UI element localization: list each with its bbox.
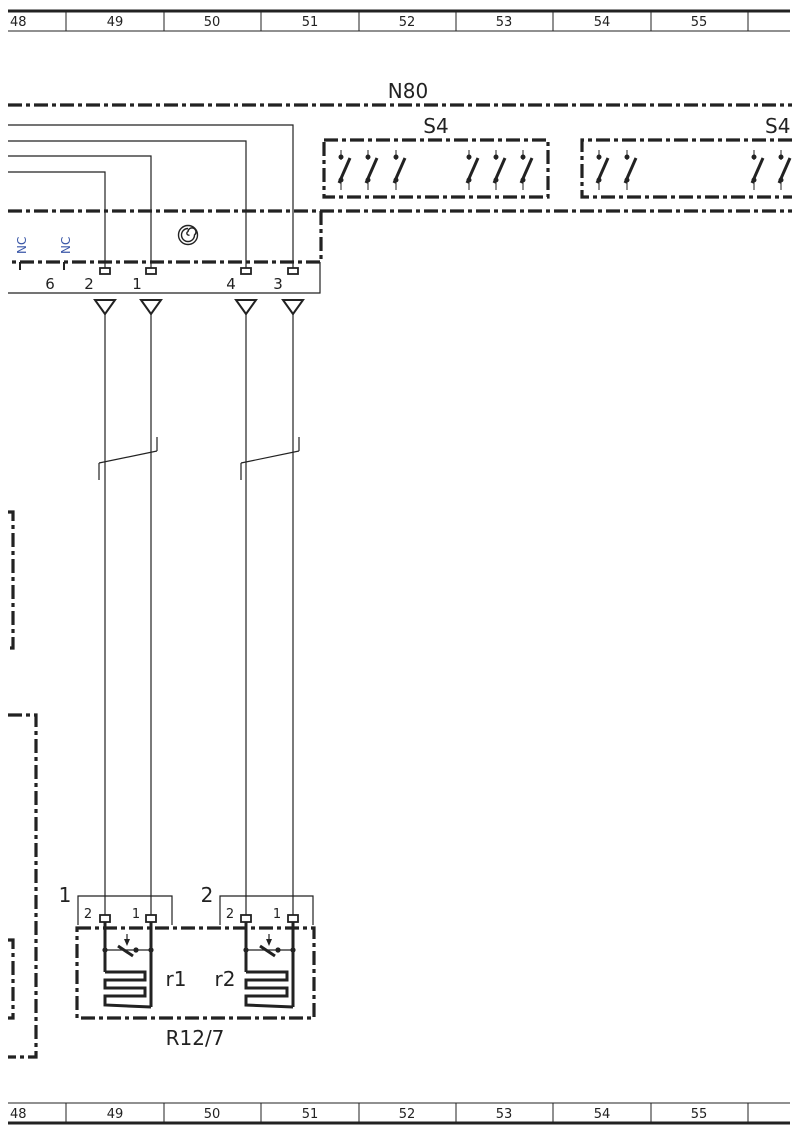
nc-marker-1: NC [15, 237, 29, 270]
component-label-r12-7: R12/7 [166, 1026, 225, 1050]
element-label-r2: r2 [215, 967, 236, 991]
twisted-pair-icon [98, 437, 158, 480]
left-partial-frames [8, 510, 38, 1059]
grid-cell-55-bottom: 55 [691, 1107, 708, 1122]
grid-cell-52: 52 [399, 15, 416, 30]
grid-cell-50: 50 [204, 15, 221, 30]
signal-wires [104, 314, 294, 915]
switch-icon [595, 150, 610, 190]
grid-cell-53: 53 [496, 15, 513, 30]
switch-icon [750, 150, 765, 190]
module-pin-1: 1 [132, 275, 142, 293]
heater-resistor-icon [243, 922, 296, 1009]
grid-cell-54: 54 [594, 15, 611, 30]
r1-pin-1: 1 [132, 907, 140, 922]
nc-label-1: NC [15, 237, 29, 254]
grid-cell-51-bottom: 51 [302, 1107, 319, 1122]
grid-cell-48-bottom: 48 [10, 1107, 27, 1122]
switch-icon [623, 150, 638, 190]
top-grid-bar: 48 49 50 51 52 53 54 55 [8, 9, 790, 32]
element-group-label-2: 2 [201, 883, 214, 907]
module-pin-4: 4 [226, 275, 236, 293]
switch-block-s4-left: S4 [322, 114, 550, 199]
twisted-pair-icon [240, 437, 300, 480]
switch-icon [492, 150, 507, 190]
switch-block-label-right: S4 [765, 114, 790, 138]
nc-label-2: NC [59, 237, 73, 254]
element-label-r1: r1 [166, 967, 187, 991]
grid-cell-51: 51 [302, 15, 319, 30]
module-connector-strip [8, 262, 321, 294]
r2-pin-2: 2 [226, 907, 234, 922]
module-pin-terminals [99, 267, 299, 275]
r2-pin-1: 1 [273, 907, 281, 922]
switch-icon [337, 150, 352, 190]
module-internal-wires [8, 124, 294, 268]
grid-cell-52-bottom: 52 [399, 1107, 416, 1122]
heater-resistor-icon [102, 922, 154, 1009]
ground-triangle-icon [234, 299, 258, 316]
r1-pin-2: 2 [84, 907, 92, 922]
ground-triangle-icon [139, 299, 163, 316]
module-pin-2: 2 [84, 275, 94, 293]
grid-cell-50-bottom: 50 [204, 1107, 221, 1122]
module-pin-3: 3 [273, 275, 283, 293]
ground-triangle-icon [281, 299, 305, 316]
switch-icon [392, 150, 407, 190]
switch-icon [777, 150, 792, 190]
nc-marker-2: NC [59, 237, 73, 270]
grid-cell-54-bottom: 54 [594, 1107, 611, 1122]
module-label-n80: N80 [388, 79, 428, 103]
grid-cell-48: 48 [10, 15, 27, 30]
element-group-label-1: 1 [59, 883, 72, 907]
module-n80-boundary [8, 103, 792, 264]
spiral-icon [177, 224, 199, 246]
grid-cell-49: 49 [107, 15, 124, 30]
ground-triangle-icon [93, 299, 117, 316]
grid-cell-55: 55 [691, 15, 708, 30]
switch-icon [519, 150, 534, 190]
switch-icon [465, 150, 480, 190]
ground-triangle-icons [93, 299, 305, 316]
module-pin-6: 6 [45, 275, 55, 293]
switch-block-label-left: S4 [423, 114, 448, 138]
component-r12-7: 1 2 2 1 2 1 r1 [59, 883, 316, 1050]
switch-icon [364, 150, 379, 190]
bottom-grid-bar: 48 49 50 51 52 53 54 55 [8, 1102, 790, 1125]
grid-cell-49-bottom: 49 [107, 1107, 124, 1122]
grid-cell-53-bottom: 53 [496, 1107, 513, 1122]
switch-block-s4-right: S4 [580, 114, 792, 199]
